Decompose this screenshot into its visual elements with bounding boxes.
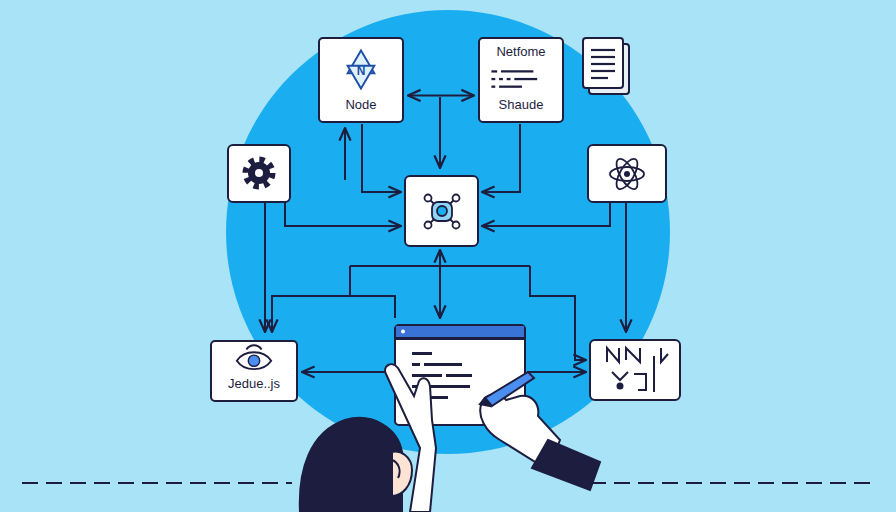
- doc-box: NetfomeShaude: [478, 37, 564, 123]
- atom-box: [588, 145, 666, 202]
- connector: [408, 94, 474, 96]
- node-box: N Node: [318, 37, 404, 123]
- lib-box: Jedue..js: [210, 340, 298, 402]
- gear-box: [228, 145, 290, 202]
- glyph-box: [590, 340, 680, 400]
- box-label: Jedue..js: [228, 377, 280, 392]
- hub-box: [405, 176, 478, 246]
- box-icon: [212, 342, 296, 400]
- person-figure: [300, 364, 600, 512]
- document-icon: [583, 38, 629, 94]
- ground-line: [22, 482, 874, 484]
- box-label: Node: [345, 98, 376, 113]
- box-label: Shaude: [499, 98, 544, 113]
- connector-wires: [265, 97, 626, 372]
- box-label: Netfome: [496, 45, 545, 60]
- box-label: N: [357, 65, 366, 79]
